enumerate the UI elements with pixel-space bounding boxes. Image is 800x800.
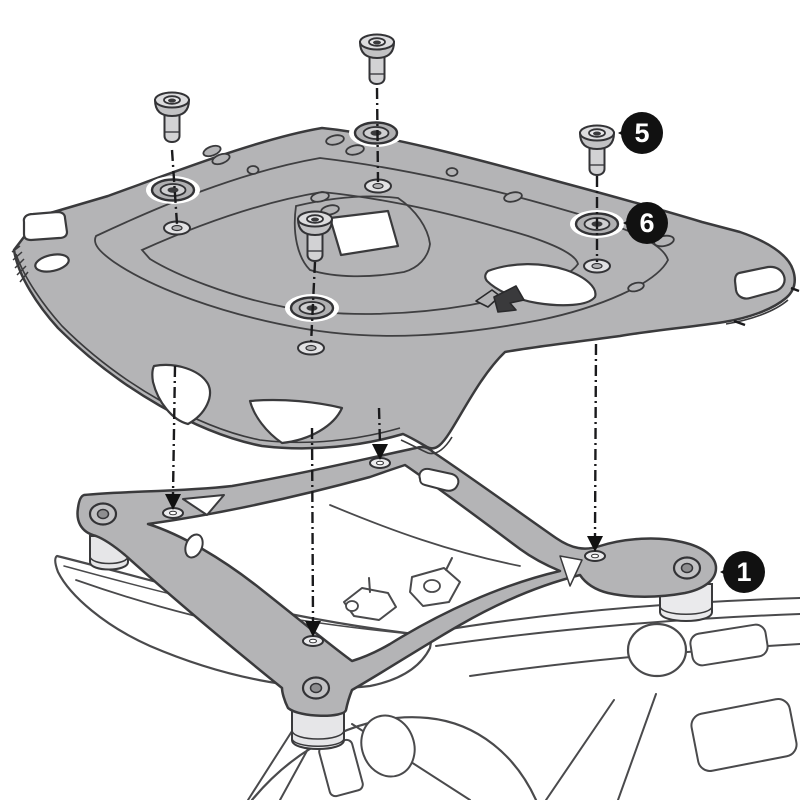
screw-icon xyxy=(154,91,190,143)
callout-1-label: 1 xyxy=(736,557,751,587)
edge-hatching xyxy=(11,245,29,283)
bracket-pad-bottom-left xyxy=(301,676,331,700)
plate-cutout-oval-left xyxy=(34,253,70,273)
assembly-arrows xyxy=(165,444,603,637)
callout-5: 5 xyxy=(618,112,663,154)
callout-5-label: 5 xyxy=(634,118,649,148)
rear-panel xyxy=(690,698,798,772)
bracket-screw-hole xyxy=(584,550,606,562)
plate-screw-hole xyxy=(297,340,325,356)
bracket-notch xyxy=(559,555,583,587)
bracket-cutout-slot xyxy=(418,467,460,492)
callout-1: 1 xyxy=(720,551,765,593)
screw-icon xyxy=(579,124,615,176)
washer-icon xyxy=(347,117,405,149)
rear-vent xyxy=(689,623,769,667)
seat-latch-hardware xyxy=(343,557,461,621)
plate-cutout-leaf-1 xyxy=(151,363,212,426)
bracket-cutout-oval xyxy=(184,533,204,559)
callout-6-label: 6 xyxy=(639,208,654,238)
edge-ticks xyxy=(733,286,800,327)
plate-grab-slot xyxy=(22,210,69,242)
shock-reservoir xyxy=(360,714,416,778)
adapter-plate xyxy=(11,126,796,455)
screw-icon xyxy=(359,33,395,85)
bracket-pad-top-left xyxy=(88,502,118,526)
plate-body xyxy=(12,126,796,450)
callout-6: 6 xyxy=(623,202,668,244)
wheel-arch-line xyxy=(250,716,538,800)
plate-cutout-leaf-2 xyxy=(248,398,344,445)
exhaust-outlet xyxy=(626,622,688,678)
plate-wing-slot xyxy=(733,265,786,300)
bracket-cutout-triangle xyxy=(182,494,225,516)
assembly-leader-lines xyxy=(170,87,599,622)
plate-cutout-center xyxy=(328,209,400,257)
brand-emblem xyxy=(475,285,525,313)
bracket-pad-right xyxy=(672,556,702,580)
bracket-screw-hole xyxy=(302,635,324,647)
